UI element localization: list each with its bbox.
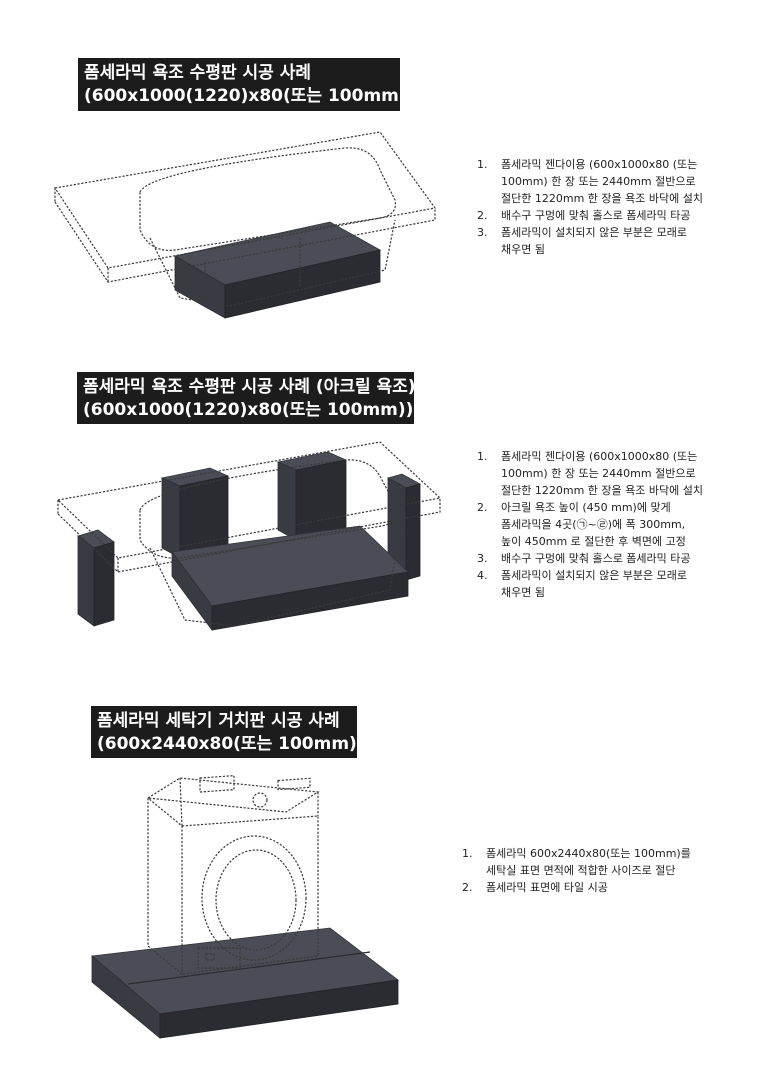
- section2-title: 폼세라믹 욕조 수평판 시공 사례 (아크릴 욕조) (600x1000(122…: [77, 372, 416, 424]
- section3-steps: 1. 폼세라믹 600x2440x80(또는 100mm)를 세탁실 표면 면적에…: [462, 845, 691, 896]
- section3-title-line2: (600x2440x80(또는 100mm)): [97, 734, 365, 754]
- section1-title-line2: (600x1000(1220)x80(또는 100mm)): [84, 86, 415, 106]
- bathtub-with-base-panel-icon: [53, 131, 437, 319]
- list-item: 1. 폼세라믹 젠다이용 (600x1000x80 (또는 100mm) 한 장 …: [477, 156, 703, 207]
- section2-steps: 1. 폼세라믹 젠다이용 (600x1000x80 (또는 100mm) 한 장 …: [477, 448, 703, 601]
- section1-title: 폼세라믹 욕조 수평판 시공 사례 (600x1000(1220)x80(또는 …: [78, 58, 415, 111]
- list-item: 1. 폼세라믹 600x2440x80(또는 100mm)를 세탁실 표면 면적에…: [462, 845, 691, 879]
- step-text: 폼세라믹 젠다이용 (600x1000x80 (또는 100mm) 한 장 또는…: [501, 158, 703, 205]
- step-number: 2.: [477, 209, 488, 222]
- list-item: 4. 폼세라믹이 설치되지 않은 부분은 모래로 채우면 됨: [477, 567, 703, 601]
- step-text: 폼세라믹이 설치되지 않은 부분은 모래로 채우면 됨: [501, 226, 688, 256]
- list-item: 2. 폼세라믹 표면에 타일 시공: [462, 879, 691, 896]
- section2-title-line2: (600x1000(1220)x80(또는 100mm)): [83, 400, 414, 420]
- list-item: 2. 배수구 구멍에 맞춰 홀스로 폼세라믹 타공: [477, 207, 703, 224]
- step-number: 1.: [462, 847, 473, 860]
- step-text: 아크릴 욕조 높이 (450 mm)에 맞게 폼세라믹을 4곳(㉠~㉣)에 폭 …: [501, 501, 686, 548]
- list-item: 3. 폼세라믹이 설치되지 않은 부분은 모래로 채우면 됨: [477, 224, 703, 258]
- list-item: 3. 배수구 구멍에 맞춰 홀스로 폼세라믹 타공: [477, 550, 703, 567]
- section2-title-line1: 폼세라믹 욕조 수평판 시공 사례 (아크릴 욕조): [83, 377, 416, 397]
- section3-title: 폼세라믹 세탁기 거치판 시공 사례 (600x2440x80(또는 100mm…: [91, 706, 365, 758]
- section1-title-line1: 폼세라믹 욕조 수평판 시공 사례: [84, 63, 311, 83]
- step-number: 1.: [477, 158, 488, 171]
- section1-steps: 1. 폼세라믹 젠다이용 (600x1000x80 (또는 100mm) 한 장 …: [477, 156, 703, 258]
- step-number: 2.: [477, 501, 488, 514]
- section3-title-line1: 폼세라믹 세탁기 거치판 시공 사례: [97, 711, 340, 731]
- step-number: 2.: [462, 881, 473, 894]
- list-item: 1. 폼세라믹 젠다이용 (600x1000x80 (또는 100mm) 한 장 …: [477, 448, 703, 499]
- washing-machine-on-panel-icon: [91, 774, 400, 1039]
- step-text: 폼세라믹이 설치되지 않은 부분은 모래로 채우면 됨: [501, 569, 688, 599]
- acrylic-bathtub-with-support-blocks-icon: [56, 441, 442, 632]
- step-text: 폼세라믹 젠다이용 (600x1000x80 (또는 100mm) 한 장 또는…: [501, 450, 703, 497]
- step-number: 1.: [477, 450, 488, 463]
- list-item: 2. 아크릴 욕조 높이 (450 mm)에 맞게 폼세라믹을 4곳(㉠~㉣)에 …: [477, 499, 703, 550]
- step-number: 4.: [477, 569, 488, 582]
- step-number: 3.: [477, 552, 488, 565]
- step-text: 폼세라믹 600x2440x80(또는 100mm)를 세탁실 표면 면적에 적…: [486, 847, 691, 877]
- step-text: 폼세라믹 표면에 타일 시공: [486, 881, 608, 894]
- step-text: 배수구 구멍에 맞춰 홀스로 폼세라믹 타공: [501, 552, 691, 565]
- step-number: 3.: [477, 226, 488, 239]
- step-text: 배수구 구멍에 맞춰 홀스로 폼세라믹 타공: [501, 209, 691, 222]
